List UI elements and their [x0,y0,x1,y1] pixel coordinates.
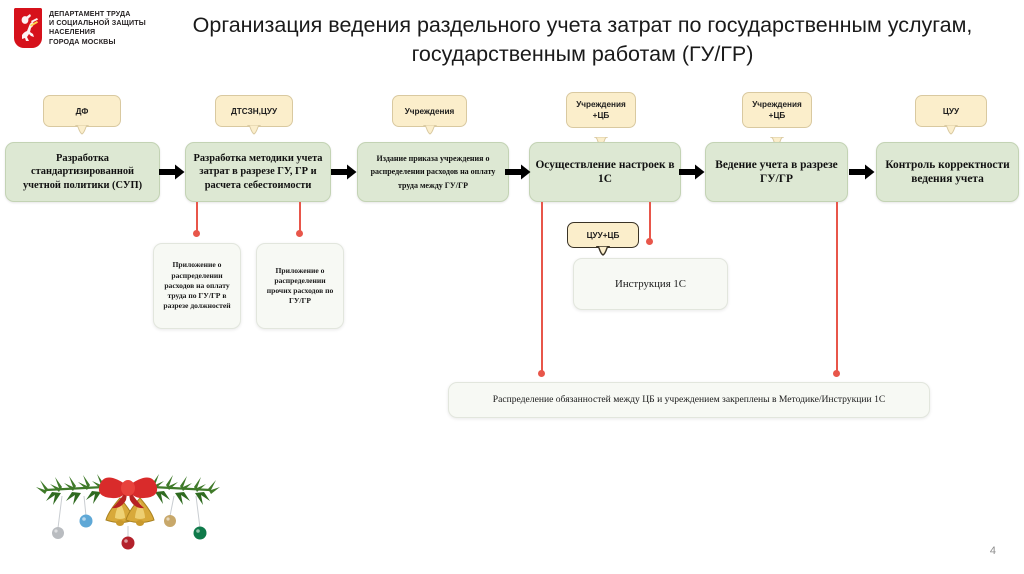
ornament-red [121,536,135,550]
process-step-2[interactable]: Разработка методики учета затрат в разре… [185,142,331,202]
actor-label: ДФ [75,106,89,116]
process-step-3[interactable]: Издание приказа учреждения о распределен… [357,142,509,202]
flow-arrow-2-icon [331,164,357,180]
flow-arrow-1-icon [159,164,185,180]
attachment-note-label: Приложение о распределении расходов на о… [163,260,231,311]
logo-line-1: Департамент труда [49,10,131,18]
flow-arrow-4-icon [679,164,705,180]
process-step-label: Контроль корректности ведения учета [885,159,1010,185]
process-step-6[interactable]: Контроль корректности ведения учета [876,142,1019,202]
callout-tail-icon [943,124,959,135]
department-logo: Департамент труда и социальной защиты на… [14,8,174,56]
instruction-actor-callout[interactable]: ЦУУ+ЦБ [567,222,639,256]
connector-line-footer-left [541,202,543,374]
instruction-note-label: Инструкция 1С [615,278,686,290]
instruction-note[interactable]: Инструкция 1С [573,258,728,310]
connector-dot-footer-left [538,370,545,377]
ornament-green [193,526,207,540]
connector-dot-attachment-2 [296,230,303,237]
attachment-note-label: Приложение о распределении прочих расход… [266,265,334,306]
actor-callout-institutions-cb-1[interactable]: Учреждения +ЦБ [566,92,636,147]
footer-note[interactable]: Распределение обязанностей между ЦБ и уч… [448,382,930,418]
page-number: 4 [989,545,996,557]
callout-tail-icon [422,124,437,135]
attachment-note-2[interactable]: Приложение о распределении прочих расход… [256,243,344,329]
actor-label: Учреждения +ЦБ [752,100,802,120]
actor-callout-cuu[interactable]: ЦУУ [915,95,987,135]
process-step-5[interactable]: Ведение учета в разрезе ГУ/ГР [705,142,848,202]
process-step-4[interactable]: Осуществление настроек в 1С [529,142,681,202]
actor-label: Учреждения [404,106,455,116]
process-step-label: Издание приказа учреждения о распределен… [370,153,496,190]
callout-tail-icon [769,126,785,147]
actor-callout-institutions-cb-2[interactable]: Учреждения +ЦБ [742,92,812,147]
actor-callout-df[interactable]: ДФ [43,95,121,135]
callout-tail-icon [246,124,262,135]
attachment-note-1[interactable]: Приложение о распределении расходов на о… [153,243,241,329]
logo-text-block: Департамент труда и социальной защиты на… [49,8,146,47]
connector-dot-attachment-1 [193,230,200,237]
ornament-silver [52,527,64,539]
callout-tail-icon [595,245,611,256]
callout-tail-icon [74,124,90,135]
christmas-garland-image [28,462,228,562]
actor-label: Учреждения +ЦБ [576,100,626,120]
connector-dot-instruction [646,238,653,245]
connector-line-footer-right [836,202,838,374]
logo-line-2: и социальной защиты [49,19,146,28]
process-step-label: Осуществление настроек в 1С [535,159,675,185]
actor-label: ДТСЗН,ЦУУ [230,106,278,116]
process-step-label: Разработка методики учета затрат в разре… [193,153,323,191]
connector-line-instruction [649,202,651,242]
moscow-coat-of-arms-icon [14,8,42,48]
actor-label: ЦУУ [942,106,960,116]
process-step-label: Ведение учета в разрезе ГУ/ГР [715,159,838,185]
ornament-gold [164,515,176,527]
connector-dot-footer-right [833,370,840,377]
connector-line-attachment-1 [196,202,198,234]
actor-callout-institutions-1[interactable]: Учреждения [392,95,467,135]
logo-line-4: города Москвы [49,37,116,46]
process-step-1[interactable]: Разработка стандартизированной учетной п… [5,142,160,202]
callout-tail-icon [593,126,609,147]
logo-line-3: населения [49,28,96,37]
footer-note-label: Распределение обязанностей между ЦБ и уч… [492,393,886,405]
flow-arrow-3-icon [505,164,531,180]
instruction-actor-label: ЦУУ+ЦБ [586,230,620,240]
actor-callout-dtszn-cuu[interactable]: ДТСЗН,ЦУУ [215,95,293,135]
process-step-label: Разработка стандартизированной учетной п… [22,153,143,191]
page-title: Организация ведения раздельного учета за… [192,13,973,66]
connector-line-attachment-2 [299,202,301,234]
flow-arrow-5-icon [849,164,875,180]
ornament-blue [79,514,93,528]
